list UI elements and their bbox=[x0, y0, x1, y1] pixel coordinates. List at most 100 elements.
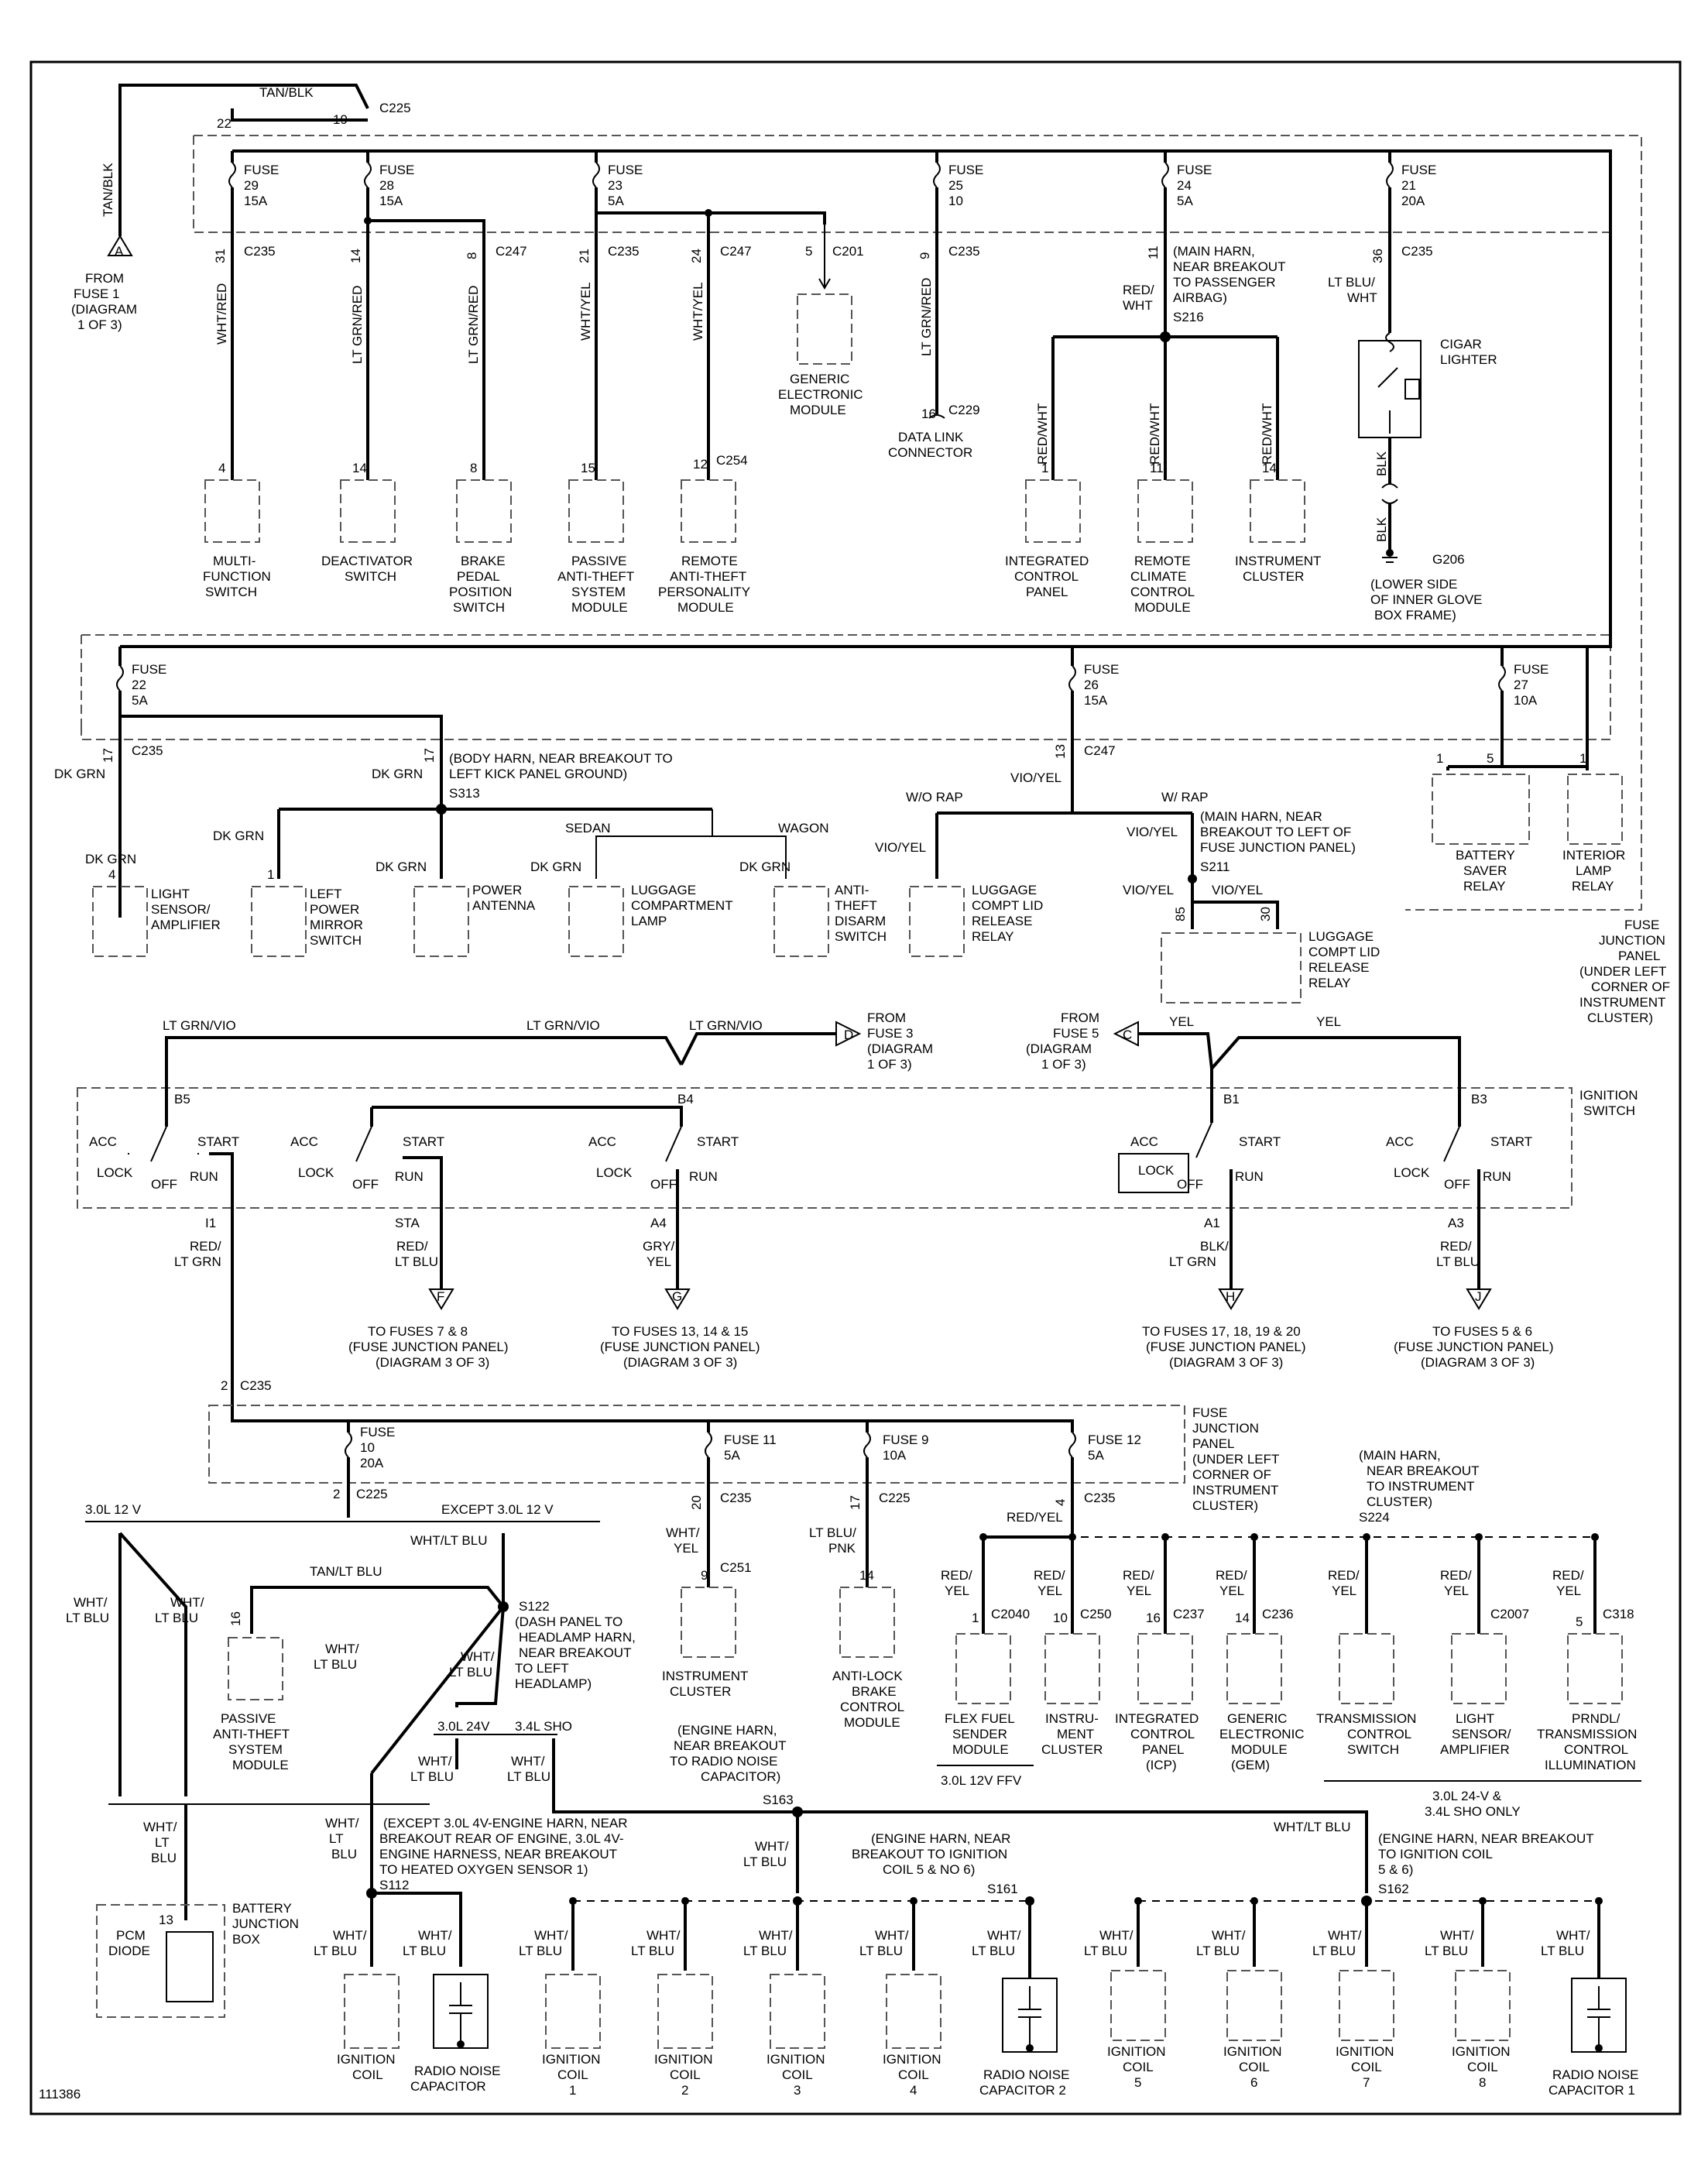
svg-text:START: START bbox=[697, 1134, 739, 1149]
rnc-cap bbox=[449, 1982, 472, 2044]
svg-text:START: START bbox=[1239, 1134, 1281, 1149]
ry-4: RED/YEL bbox=[1216, 1568, 1247, 1598]
yel-2: YEL bbox=[1316, 1014, 1341, 1029]
pin-10: 10 bbox=[1053, 1611, 1068, 1625]
to-f: TO FUSES 7 & 8(FUSE JUNCTION PANEL)(DIAG… bbox=[348, 1324, 509, 1370]
s122: S122 bbox=[519, 1599, 550, 1614]
b4: B4 bbox=[677, 1092, 694, 1107]
pin-36: 36 bbox=[1370, 249, 1385, 263]
to-g: TO FUSES 13, 14 & 15(FUSE JUNCTION PANEL… bbox=[600, 1324, 760, 1370]
pin-11: 11 bbox=[1146, 245, 1161, 259]
lbl-redwht1: RED/WHT bbox=[1035, 403, 1050, 465]
c2040: C2040 bbox=[991, 1607, 1030, 1621]
splice-23 bbox=[705, 209, 712, 217]
pin-4c: 4 bbox=[108, 867, 115, 882]
top-components bbox=[204, 479, 1305, 543]
tag-g bbox=[664, 1288, 691, 1310]
wire-ltblu: LT BLU/ bbox=[1328, 275, 1375, 290]
a1: A1 bbox=[1204, 1216, 1220, 1230]
c250: C250 bbox=[1080, 1607, 1112, 1621]
exc30l: EXCEPT 3.0L 12 V bbox=[441, 1502, 554, 1517]
vioyel-2: VIO/YEL bbox=[875, 840, 926, 855]
pin-5c: 5 bbox=[1487, 751, 1494, 766]
ry-5: RED/YEL bbox=[1328, 1568, 1360, 1598]
pin-14c: 14 bbox=[1262, 461, 1277, 475]
whtltblu-7: WHT/LT BLU bbox=[507, 1754, 550, 1784]
dkgrn-4: DK GRN bbox=[213, 829, 264, 843]
wire-ltgrnvio bbox=[165, 1032, 836, 1069]
whtltblu-13: WHT/LT BLU bbox=[403, 1928, 452, 1958]
pin-22: 22 bbox=[217, 116, 232, 131]
pin-16: 16 bbox=[921, 407, 936, 421]
tag-g-label: G bbox=[672, 1289, 682, 1304]
ltgrnvio-3: LT GRN/VIO bbox=[689, 1018, 763, 1033]
whtltblu-d3: WHT/LT BLU bbox=[1312, 1928, 1362, 1958]
abs-box bbox=[839, 1587, 895, 1658]
pin-14: 14 bbox=[348, 249, 363, 263]
v34l: 3.4L SHO bbox=[515, 1719, 572, 1734]
vioyel-bus bbox=[935, 801, 1194, 879]
pin-14b: 14 bbox=[352, 461, 367, 475]
whtltblu-5: WHT/LT BLU bbox=[449, 1649, 495, 1680]
ltgrnvio-1: LT GRN/VIO bbox=[163, 1018, 236, 1033]
pats2-box bbox=[228, 1637, 283, 1700]
pin-85: 85 bbox=[1173, 907, 1188, 921]
tag-h bbox=[1218, 1288, 1244, 1310]
lbl-redltblu2: RED/LT BLU bbox=[1436, 1239, 1480, 1269]
svg-text:FUSE 9: FUSE 9 bbox=[883, 1432, 929, 1447]
tag-a-label: A bbox=[115, 244, 124, 259]
pin-21: 21 bbox=[577, 249, 592, 263]
dkgrn-1: DK GRN bbox=[54, 767, 105, 781]
pin-31: 31 bbox=[213, 249, 228, 263]
c237: C237 bbox=[1173, 1607, 1205, 1621]
vioyel-5: VIO/YEL bbox=[1212, 883, 1263, 897]
lbl-whtyel2: WHT/YEL bbox=[691, 282, 705, 341]
tag-h-label: H bbox=[1226, 1289, 1235, 1304]
c225-c: C225 bbox=[879, 1491, 911, 1505]
whtltblu-c1: WHT/LT BLU bbox=[519, 1928, 568, 1958]
b1: B1 bbox=[1223, 1092, 1240, 1107]
pin-19: 19 bbox=[333, 112, 348, 127]
wo-rap: W/O RAP bbox=[906, 790, 963, 805]
tag-f-label: F bbox=[437, 1289, 444, 1304]
pin-5b: 5 bbox=[1576, 1614, 1583, 1629]
svg-text:5A: 5A bbox=[1088, 1448, 1104, 1463]
svg-text:OFF: OFF bbox=[151, 1177, 177, 1192]
svg-text:FUSE 11: FUSE 11 bbox=[724, 1432, 777, 1447]
tanltblu: TAN/LT BLU bbox=[310, 1564, 382, 1579]
svg-text:LOCK: LOCK bbox=[97, 1165, 133, 1180]
lbl-redltblu: RED/LT BLU bbox=[395, 1239, 438, 1269]
vioyel-4: VIO/YEL bbox=[1123, 883, 1174, 897]
